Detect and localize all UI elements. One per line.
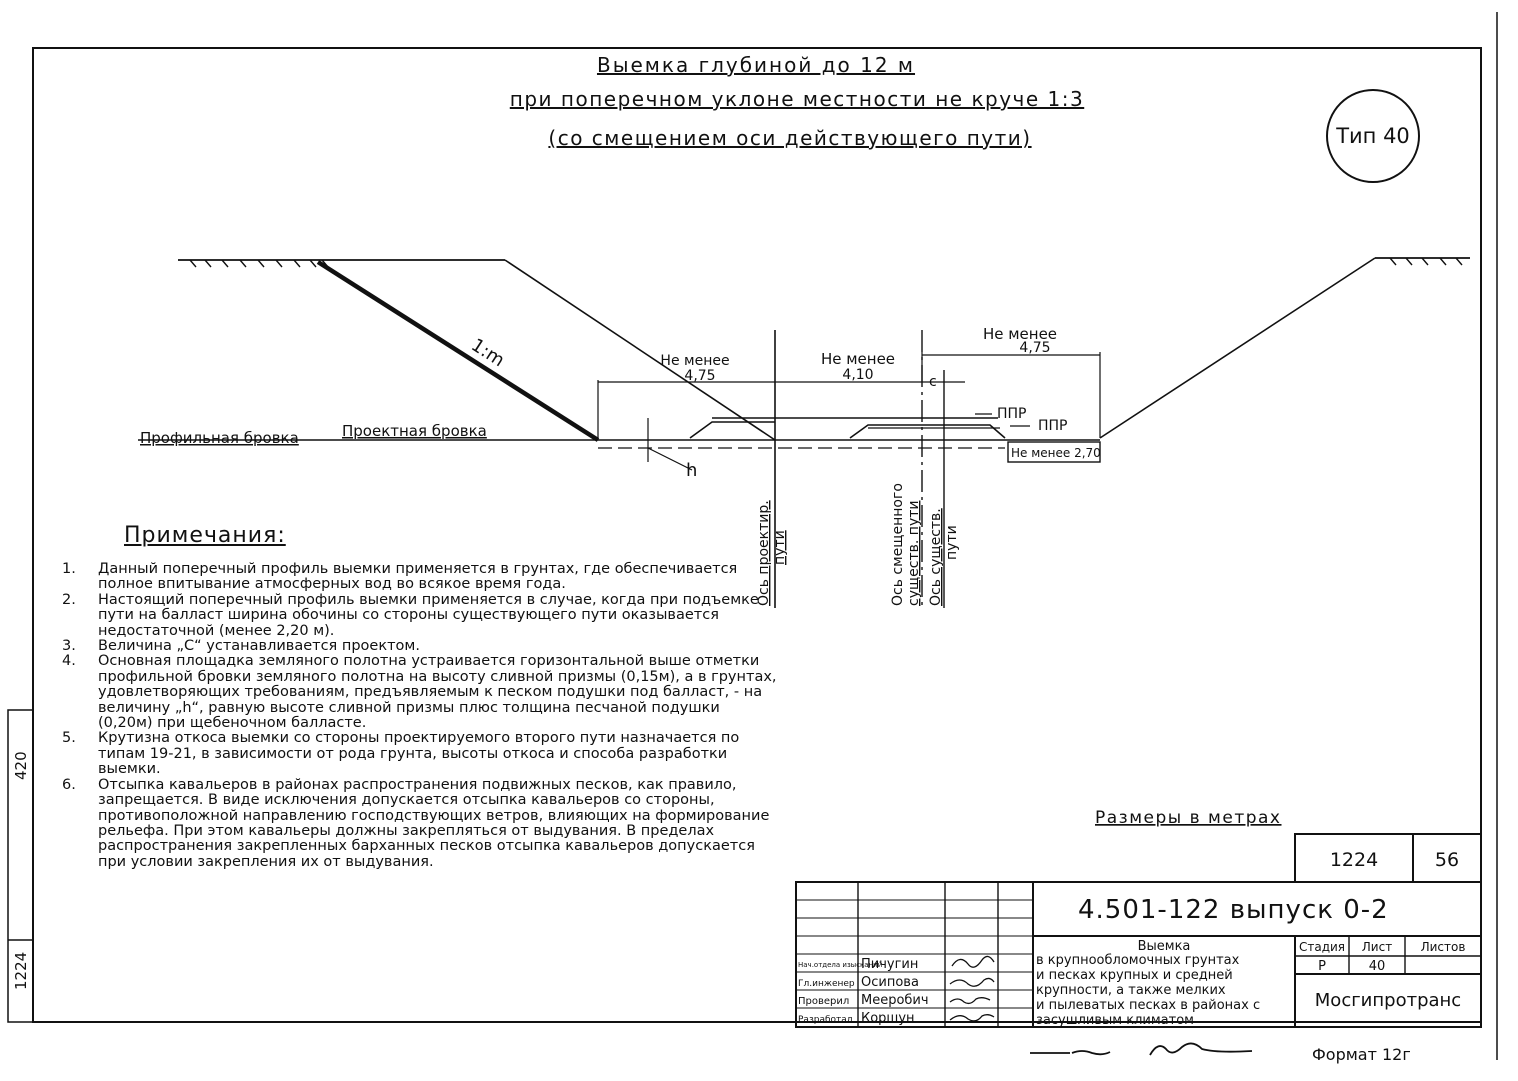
profile-edge-label: Профильная бровка	[140, 429, 299, 447]
stamp-role-4: Разработал	[798, 1015, 853, 1025]
stamp-role-2: Гл.инженер	[798, 979, 855, 989]
notes-heading: Примечания:	[124, 523, 286, 548]
note-text: Крутизна откоса выемки со стороны проект…	[98, 730, 740, 778]
note-number: 3.	[62, 638, 76, 655]
design-edge-label: Проектная бровка	[342, 422, 487, 440]
note-text: Основная площадка земляного полотна устр…	[98, 653, 777, 732]
stamp-signatures	[949, 955, 995, 1022]
stamp-role-1: Нач.отдела изысканий	[798, 961, 882, 969]
axis-shifted-label-2: существ. пути	[906, 501, 922, 606]
dim-right-label: Не менее	[983, 325, 1057, 343]
bottom-signature	[1030, 1042, 1253, 1056]
ground-hatch-left	[189, 259, 329, 268]
stamp-stage: Р	[1318, 959, 1326, 974]
left-old-slope	[504, 259, 776, 441]
note-item: 6. Отсыпка кавальеров в районах распростр…	[62, 776, 777, 870]
axis-existing-label-1: Ось существ.	[928, 508, 944, 606]
dim-c-label: c	[929, 374, 937, 390]
ballast-right	[849, 424, 1006, 439]
ppr2-label: ППР	[1038, 418, 1068, 434]
title-block	[795, 833, 1482, 1028]
note-item: 4. Основная площадка земляного полотна ус…	[62, 654, 777, 731]
stamp-description-block: Выемка в крупнообломочных грунтах и песк…	[1036, 939, 1260, 1028]
side-label-top: 420	[12, 751, 30, 780]
note-number: 2.	[62, 591, 76, 608]
note-item: 5. Крутизна откоса выемки со стороны прое…	[62, 731, 777, 777]
type-badge-circle	[1326, 89, 1420, 183]
ppr1-label: ППР	[997, 406, 1027, 422]
min-box-label: Не менее 2,70	[1011, 446, 1101, 460]
stamp-sheet: 40	[1369, 959, 1386, 974]
note-number: 5.	[62, 730, 76, 747]
min-box	[1007, 441, 1101, 463]
type-badge: Тип 40	[1335, 124, 1410, 148]
stamp-stage-label: Стадия	[1299, 940, 1345, 954]
note-text: Отсыпка кавальеров в районах распростран…	[98, 776, 770, 870]
stamp-name-1: Пичугин	[861, 957, 918, 972]
slope-label: 1:m	[467, 335, 508, 372]
dim-right-value: 4,75	[1019, 340, 1050, 356]
notes-block: Примечания: 1. Данный поперечный профиль …	[62, 524, 777, 870]
stamp-sheet-label: Лист	[1362, 940, 1392, 954]
stamp-role-3: Проверил	[798, 996, 849, 1007]
ballast-left	[689, 421, 775, 439]
note-item: 3. Величина „С“ устанавливается проектом.	[62, 638, 777, 655]
stamp-album: 1224	[1330, 849, 1378, 871]
axis-design-label-2: пути	[772, 530, 788, 565]
stamp-desc-5: и пылеватых песках в районах с	[1036, 998, 1260, 1013]
note-text: Данный поперечный профиль выемки применя…	[98, 561, 738, 593]
stamp-name-2: Осипова	[861, 975, 919, 990]
stamp-desc-3: и песках крупных и средней	[1036, 968, 1233, 983]
stamp-sheets-label: Листов	[1421, 940, 1466, 954]
right-cut-slope	[1099, 257, 1376, 439]
note-text: Настоящий поперечный профиль выемки прим…	[98, 591, 759, 639]
left-margin-strip	[7, 709, 34, 1023]
note-item: 2. Настоящий поперечный профиль выемки пр…	[62, 591, 777, 639]
title-line2: при поперечном уклоне местности не круче…	[510, 87, 1084, 111]
sheet-frame	[32, 47, 1482, 1023]
dim-mid-label: Не менее	[821, 350, 895, 368]
axis-shifted-label-1: Ось смещенного	[890, 483, 906, 606]
stamp-desc-2: в крупнообломочных грунтах	[1036, 953, 1240, 968]
format-label: Формат 12г	[1312, 1045, 1411, 1064]
stamp-name-4: Коршун	[861, 1011, 915, 1026]
dim-left-label: Не менее	[660, 353, 729, 369]
stamp-desc-4: крупности, а также мелких	[1036, 983, 1226, 998]
axis-design-label-1: Ось проектир.	[756, 500, 772, 606]
side-label-bottom: 1224	[12, 952, 30, 990]
dim-left-value: 4,75	[684, 368, 715, 384]
stamp-sheet-no: 56	[1435, 849, 1459, 871]
note-number: 6.	[62, 776, 76, 793]
axis-existing-label-2: пути	[944, 525, 960, 560]
note-text: Величина „С“ устанавливается проектом.	[98, 638, 420, 655]
stamp-desc-6: засушливым климатом	[1036, 1013, 1194, 1028]
ground-hatch-right	[1389, 257, 1463, 266]
note-number: 4.	[62, 653, 76, 670]
stamp-organization: Мосгипротранс	[1315, 990, 1461, 1011]
dim-mid-value: 4,10	[842, 367, 873, 383]
units-note: Размеры в метрах	[1095, 808, 1282, 828]
left-cut-slope-thick	[316, 260, 600, 442]
title-line1: Выемка глубиной до 12 м	[597, 53, 915, 77]
stamp-name-3: Мееробич	[861, 993, 929, 1008]
title-line3: (со смещением оси действующего пути)	[548, 126, 1031, 150]
stamp-doc-code: 4.501-122 выпуск 0-2	[1078, 895, 1389, 925]
h-label: h	[686, 460, 697, 481]
note-number: 1.	[62, 561, 76, 577]
stamp-desc-1: Выемка	[1138, 939, 1191, 954]
note-item: 1. Данный поперечный профиль выемки приме…	[62, 561, 777, 593]
